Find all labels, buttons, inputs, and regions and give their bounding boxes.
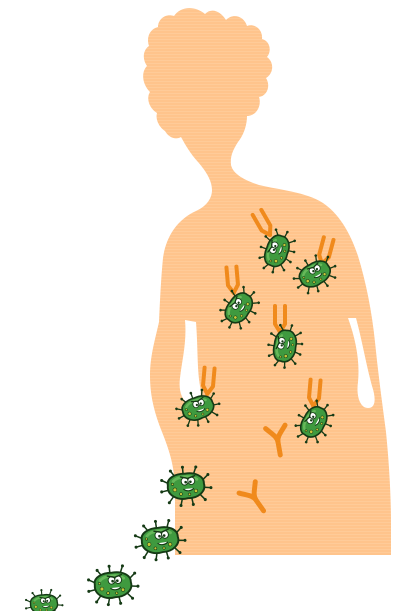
germ-microbe-icon	[85, 562, 141, 608]
germ-microbe-icon	[23, 587, 64, 611]
human-silhouette-icon	[143, 8, 391, 555]
